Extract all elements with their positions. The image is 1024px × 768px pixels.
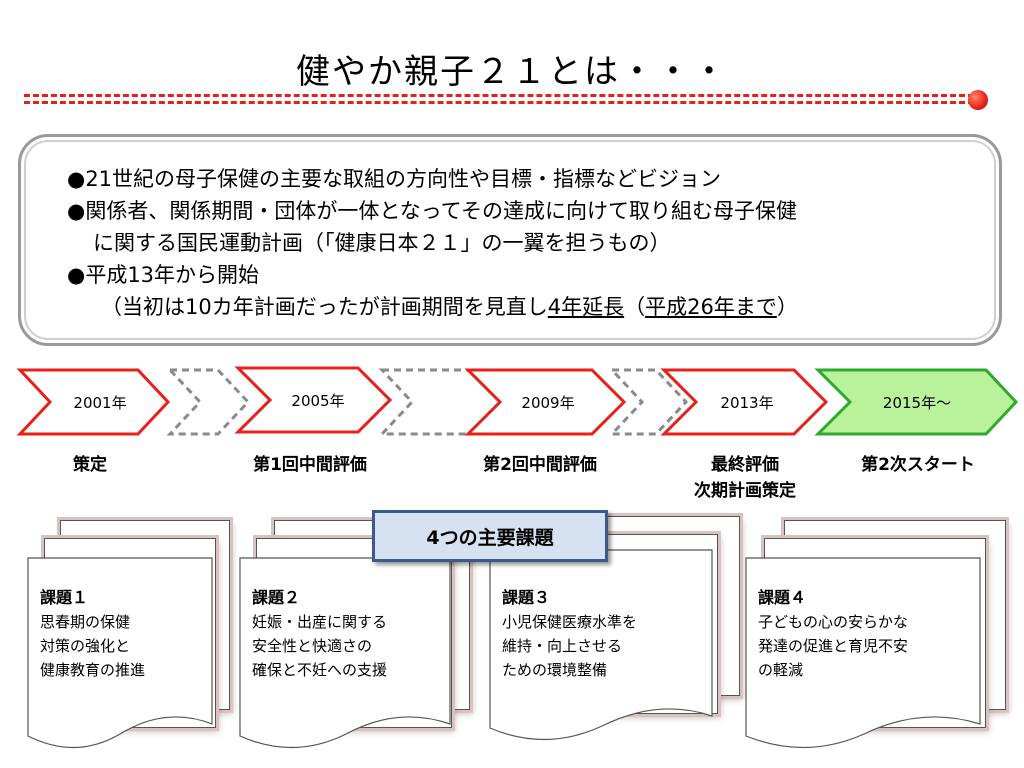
timeline-chevrons xyxy=(16,366,1019,436)
vision-line-4: ●平成13年から開始 xyxy=(67,263,260,287)
issue-1-card: 課題１ 思春期の保健 対策の強化と 健康教育の推進 xyxy=(26,556,216,756)
event-2009: 第2回中間評価 xyxy=(483,455,597,475)
vision-line-5: （当初は10カ年計画だったが計画期間を見直し4年延長（平成26年まで） xyxy=(101,295,798,319)
chevron-2001 xyxy=(16,368,171,436)
issue-1-stack: 課題１ 思春期の保健 対策の強化と 健康教育の推進 xyxy=(26,516,230,756)
vision-line-1: ●21世紀の母子保健の主要な取組の方向性や目標・指標などビジョン xyxy=(67,167,722,191)
event-2013: 最終評価 次期計画策定 xyxy=(694,455,796,501)
issue-4-card: 課題４ 子どもの心の安らかな 発達の促進と育児不安 の軽減 xyxy=(744,556,984,756)
issue-3-title: 課題３ xyxy=(502,588,551,607)
year-2009-label: 2009年 xyxy=(521,394,575,412)
event-2015: 第2次スタート xyxy=(861,455,975,475)
vision-line-3: に関する国民運動計画（「健康日本２１」の一翼を担うもの） xyxy=(93,231,671,255)
vision-text: ●21世紀の母子保健の主要な取組の方向性や目標・指標などビジョン ●関係者、関係… xyxy=(67,163,798,323)
timeline: 2001年 2005年 2009年 2013年 2015年～ xyxy=(0,366,1024,438)
title-divider xyxy=(24,90,988,110)
slide-title: 健やか親子２１とは・・・ xyxy=(296,52,728,92)
issue-2-card: 課題２ 妊娠・出産に関する 安全性と快適さの 確保と不妊への支援 xyxy=(238,556,454,756)
end-year-text: 平成26年まで xyxy=(645,295,777,319)
main-issues-label: 4つの主要課題 xyxy=(426,526,554,549)
issue-1-title: 課題１ xyxy=(40,588,89,607)
chevron-2005 xyxy=(234,366,393,434)
event-2005: 第1回中間評価 xyxy=(253,455,367,475)
issue-4-stack: 課題４ 子どもの心の安らかな 発達の促進と育児不安 の軽減 xyxy=(744,516,1014,756)
event-2001: 策定 xyxy=(73,455,107,475)
chevron-2009 xyxy=(464,368,627,436)
extension-text: 4年延長 xyxy=(547,295,625,319)
year-2001-label: 2001年 xyxy=(73,394,127,412)
main-issues-header: 4つの主要課題 xyxy=(372,510,608,562)
year-2013-label: 2013年 xyxy=(720,394,774,412)
issue-2-title: 課題２ xyxy=(252,588,301,607)
chevron-2015 xyxy=(814,368,1019,436)
year-2015-label: 2015年～ xyxy=(882,394,952,412)
issue-3-card: 課題３ 小児保健医療水準を 維持・向上させる ための環境整備 xyxy=(488,548,716,748)
chevron-2013 xyxy=(660,368,829,436)
year-2005-label: 2005年 xyxy=(291,392,345,410)
chevron-gap-3 xyxy=(608,368,689,436)
vision-line-2: ●関係者、関係期間・団体が一体となってその達成に向けて取り組む母子保健 xyxy=(67,199,798,223)
issue-4-title: 課題４ xyxy=(758,588,807,607)
vision-box: ●21世紀の母子保健の主要な取組の方向性や目標・指標などビジョン ●関係者、関係… xyxy=(18,134,1002,346)
red-dot-ornament xyxy=(968,90,988,110)
chevron-gap-1 xyxy=(166,368,251,436)
